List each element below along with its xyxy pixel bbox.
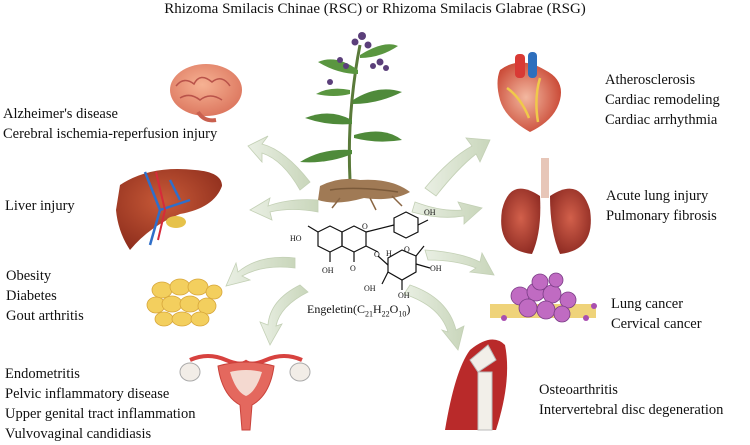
compound-label: Engeletin(C21H22O10) [307, 302, 411, 319]
disease-label: Pulmonary fibrosis [606, 208, 717, 224]
joint-disease-list: Osteoarthritis Intervertebral disc degen… [539, 380, 723, 420]
knee-joint-icon [445, 339, 508, 431]
atom-o-glycosidic: O [374, 250, 380, 259]
liver-icon [116, 169, 222, 250]
arrow-to-brain [247, 135, 311, 191]
disease-label: Diabetes [6, 288, 57, 304]
compound-name: Engeletin [307, 302, 353, 316]
disease-label: Cardiac arrhythmia [605, 112, 718, 128]
tumor-cells-icon [490, 272, 597, 323]
atom-oh-sugar-left: OH [364, 284, 376, 293]
disease-label: Acute lung injury [606, 188, 709, 204]
disease-label: Cardiac remodeling [605, 92, 720, 108]
disease-label: Upper genital tract inflammation [5, 406, 196, 422]
arrow-to-uterus [259, 284, 309, 346]
atom-oh-top: OH [424, 208, 436, 217]
disease-label: Cerebral ischemia-reperfusion injury [3, 126, 218, 142]
plant-icon [300, 32, 410, 211]
disease-label: Osteoarthritis [539, 382, 618, 398]
disease-label: Endometritis [5, 366, 80, 382]
arrow-to-knee [403, 284, 465, 351]
disease-label: Lung cancer [611, 296, 684, 312]
arrow-to-heart [424, 137, 491, 197]
disease-label: Gout arthritis [6, 308, 84, 324]
heart-icon [497, 52, 561, 132]
disease-label: Liver injury [5, 198, 75, 214]
disease-label: Pelvic inflammatory disease [5, 386, 170, 402]
cardio-disease-list: Atherosclerosis Cardiac remodeling Cardi… [605, 70, 720, 130]
atom-o-sugar: O [404, 245, 410, 254]
brain-disease-list: Alzheimer's disease Cerebral ischemia-re… [3, 104, 217, 144]
disease-label: Atherosclerosis [605, 72, 696, 88]
metabolic-disease-list: Obesity Diabetes Gout arthritis [6, 266, 84, 326]
cancer-disease-list: Lung cancer Cervical cancer [611, 294, 702, 334]
diagram-title: Rhizoma Smilacis Chinae (RSC) or Rhizoma… [164, 1, 586, 17]
brain-icon [170, 64, 242, 123]
fat-cells-icon [146, 278, 223, 327]
atom-o-carbonyl: O [350, 264, 356, 273]
arrow-to-tumor-cells [424, 249, 495, 276]
disease-label: Vulvovaginal candidiasis [5, 426, 152, 442]
reproductive-disease-list: Endometritis Pelvic inflammatory disease… [5, 364, 195, 444]
liver-disease-list: Liver injury [5, 196, 75, 216]
engeletin-structure [307, 211, 431, 290]
lungs-icon [501, 158, 591, 254]
atom-ho-left: HO [290, 234, 302, 243]
lung-disease-list: Acute lung injury Pulmonary fibrosis [606, 186, 717, 226]
uterus-icon [179, 354, 311, 431]
atom-h: H [386, 249, 392, 258]
disease-label: Obesity [6, 268, 52, 284]
arrow-to-fat-cells [225, 256, 296, 287]
disease-label: Alzheimer's disease [3, 106, 118, 122]
atom-oh-sugar-right: OH [430, 264, 442, 273]
arrow-to-liver [249, 197, 319, 221]
atom-o-ring: O [362, 222, 368, 231]
arrow-to-lungs [411, 201, 483, 225]
atom-oh-sugar-bottom: OH [398, 291, 410, 300]
atom-oh-low-left: OH [322, 266, 334, 275]
disease-label: Cervical cancer [611, 316, 702, 332]
disease-label: Intervertebral disc degeneration [539, 402, 724, 418]
